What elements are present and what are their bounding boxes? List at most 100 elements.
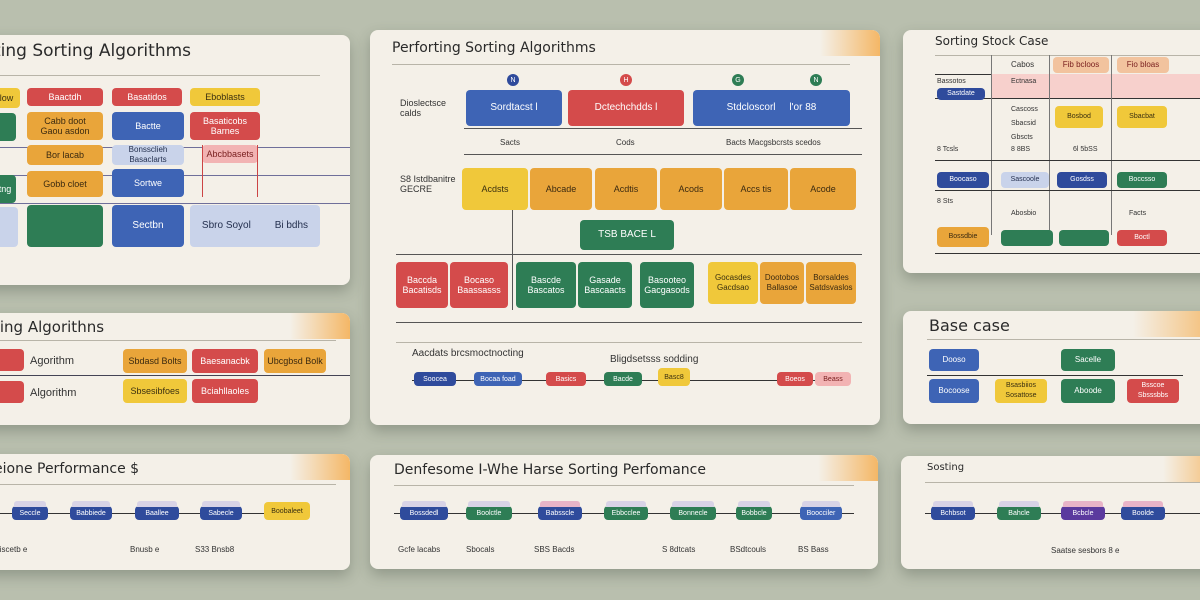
block[interactable]: Abcade xyxy=(530,168,592,210)
block[interactable]: Sastdate xyxy=(937,88,985,100)
footer-label: Sbocals xyxy=(466,545,495,554)
block[interactable]: Sascoole xyxy=(1001,172,1049,188)
block[interactable]: Gasade Bascaacts xyxy=(578,262,632,308)
timeline-pill[interactable]: Babsscle xyxy=(538,501,582,520)
timeline-pill[interactable]: Boeos xyxy=(777,372,813,386)
timeline-pill[interactable]: Bossdedl xyxy=(400,501,448,520)
block[interactable]: Bossdbie xyxy=(937,227,989,247)
block[interactable]: Bactte xyxy=(112,112,184,140)
timeline-pill[interactable]: Baallee xyxy=(135,501,179,520)
timeline-pill[interactable]: Bahcle xyxy=(997,501,1041,520)
timeline-pill[interactable]: Boolde xyxy=(1121,501,1165,520)
node-dot[interactable]: G xyxy=(732,74,744,86)
block[interactable]: Borsaldes Satdsvaslos xyxy=(806,262,856,304)
block[interactable]: Acdtis xyxy=(595,168,657,210)
timeline-pill[interactable]: Bcbcle xyxy=(1061,501,1105,520)
block[interactable] xyxy=(1059,230,1109,246)
block[interactable]: Boctl xyxy=(1117,230,1167,246)
footer-label: BS Bass xyxy=(798,545,829,554)
block[interactable]: Sortwe xyxy=(112,169,184,197)
timeline-pill[interactable]: Soocea xyxy=(414,372,456,386)
divider xyxy=(935,160,1200,161)
block[interactable]: Bocoose xyxy=(929,379,979,403)
block[interactable]: Bosbod xyxy=(1055,106,1103,128)
timeline-pill[interactable]: Bocaa foad xyxy=(474,372,522,386)
block[interactable] xyxy=(0,349,24,371)
block[interactable]: Baccda Bacatisds xyxy=(396,262,448,308)
timeline-pill[interactable]: Bacde xyxy=(604,372,642,386)
timeline-pill[interactable]: Seccle xyxy=(12,501,48,520)
block[interactable]: Cabb doot Gaou asdon xyxy=(27,112,103,140)
block[interactable]: Sbdasd Bolts xyxy=(123,349,187,373)
block[interactable]: Boocaso xyxy=(937,172,989,188)
block[interactable] xyxy=(0,381,24,403)
block[interactable]: Basaticobs Barnes xyxy=(190,112,260,140)
block[interactable]: Acode xyxy=(790,168,856,210)
timeline-pill[interactable]: Basics xyxy=(546,372,586,386)
timeline-pill[interactable]: Beass xyxy=(815,372,851,386)
block[interactable]: Gobb cloet xyxy=(27,171,103,197)
block[interactable]: Basooteo Gacgasods xyxy=(640,262,694,308)
timeline-pill[interactable]: Boocciler xyxy=(800,501,842,520)
block[interactable]: Gocasdes Gacdsao xyxy=(708,262,758,304)
block[interactable]: Bocaso Baassasss xyxy=(450,262,508,308)
timeline-pill[interactable]: Bobbcle xyxy=(736,501,772,520)
node-dot[interactable]: H xyxy=(620,74,632,86)
timeline-pill[interactable]: Boobaleet xyxy=(264,502,310,520)
block[interactable]: Gosdss xyxy=(1057,172,1107,188)
timeline-pill[interactable]: Bonnecle xyxy=(670,501,716,520)
node-dot[interactable]: N xyxy=(810,74,822,86)
block[interactable]: Bsasbiios Sosattose xyxy=(995,379,1047,403)
block[interactable]: Eboblasts xyxy=(190,88,260,106)
block[interactable]: Accs tis xyxy=(724,168,788,210)
block[interactable] xyxy=(0,207,18,247)
block[interactable]: Sortng xyxy=(0,175,16,203)
timeline-pill[interactable]: Babbiede xyxy=(70,501,112,520)
timeline-pill[interactable]: Basc8 xyxy=(658,368,690,386)
pill-label: Boobaleet xyxy=(271,507,303,515)
block[interactable]: Sbsesibfoes xyxy=(123,379,187,403)
timeline-pill[interactable]: Ebbcclee xyxy=(604,501,648,520)
block[interactable]: TSB BACE L xyxy=(580,220,674,250)
timeline-pill[interactable]: Sabecle xyxy=(200,501,242,520)
block[interactable]: Boccsso xyxy=(1117,172,1167,188)
block[interactable]: Sacelle xyxy=(1061,349,1115,371)
table-header[interactable]: Fio bloas xyxy=(1117,57,1169,73)
block[interactable] xyxy=(1001,230,1053,246)
block[interactable]: Baesanacbk xyxy=(192,349,258,373)
block[interactable]: Acods xyxy=(660,168,722,210)
footer-label: Ciscetb e xyxy=(0,545,28,554)
block[interactable]: Abcbbasets xyxy=(202,145,258,163)
card-title: ting Algorithns xyxy=(0,318,105,336)
block[interactable]: Bciahllaoles xyxy=(192,379,258,403)
block[interactable]: Bonssclieh Basaclarts xyxy=(112,145,184,165)
block[interactable]: Dootobos Ballasoe xyxy=(760,262,804,304)
connector xyxy=(202,145,203,197)
block[interactable]: Bor lacab xyxy=(27,145,103,165)
block[interactable]: Dooso xyxy=(929,349,979,371)
block[interactable]: Sbro Soyol Bi bdhs xyxy=(190,205,320,247)
table-header[interactable]: Fib bcloos xyxy=(1053,57,1109,73)
block[interactable]: Stdcloscorl l'or 88 xyxy=(693,90,850,126)
block[interactable]: Dctechchdds l xyxy=(568,90,684,126)
block[interactable]: Acdsts xyxy=(462,168,528,210)
block[interactable]: Bascde Bascatos xyxy=(516,262,576,308)
block[interactable]: Sordtacst l xyxy=(466,90,562,126)
timeline-pill[interactable]: Boolctle xyxy=(466,501,512,520)
block[interactable]: Basatidos xyxy=(112,88,182,106)
header-label: Fio bloas xyxy=(1126,60,1160,69)
block[interactable] xyxy=(27,205,103,247)
block[interactable]: Ubcgbsd Bolk xyxy=(264,349,326,373)
block[interactable]: Aboode xyxy=(1061,379,1115,403)
card-title: eione Performance $ xyxy=(0,461,140,477)
block[interactable]: Sbacbat xyxy=(1117,106,1167,128)
timeline xyxy=(927,375,1183,376)
block[interactable] xyxy=(0,113,16,141)
card-accent xyxy=(290,454,350,480)
node-dot[interactable]: N xyxy=(507,74,519,86)
block[interactable]: Eollow xyxy=(0,88,20,108)
timeline-pill[interactable]: Bchbsot xyxy=(931,501,975,520)
block[interactable]: Bsscoe Sbsssbbs xyxy=(1127,379,1179,403)
block[interactable]: Baactdh xyxy=(27,88,103,106)
block[interactable]: Sectbn xyxy=(112,205,184,247)
